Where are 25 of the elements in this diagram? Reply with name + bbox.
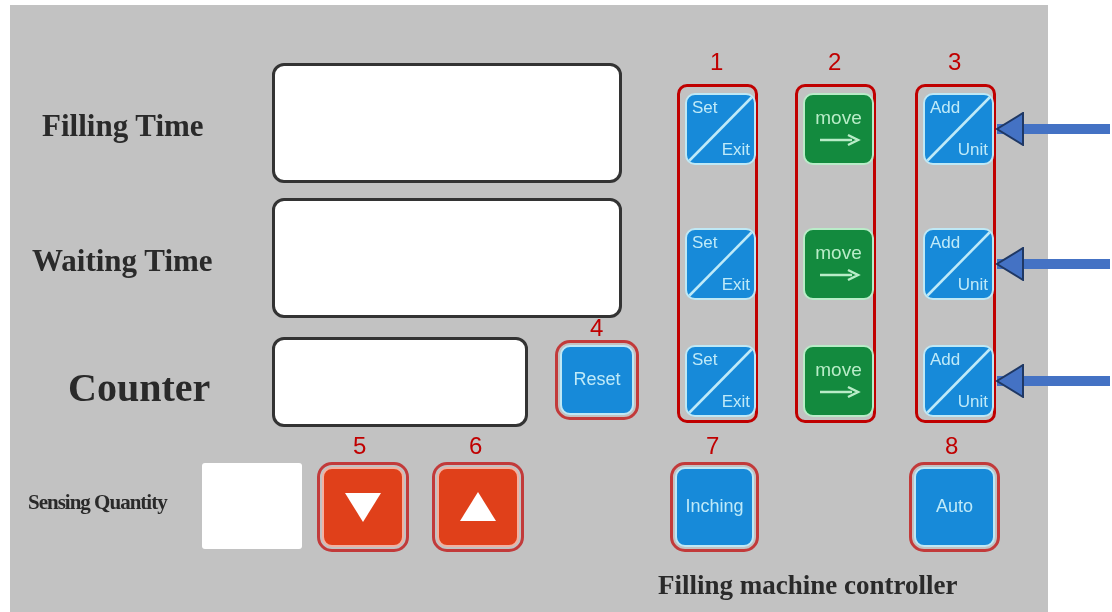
- callout-number: 4: [590, 316, 604, 340]
- arrow-key-button: move: [803, 228, 874, 300]
- dual-function-key-button: Add Unit: [923, 345, 994, 417]
- dual-function-key-button: Add Unit: [923, 93, 994, 165]
- arrow: [996, 112, 1110, 146]
- dual-function-key-button: Set Exit: [685, 93, 756, 165]
- dual-function-key-button: Set Exit: [685, 345, 756, 417]
- arrow: [996, 364, 1110, 398]
- callout-number: 5: [353, 434, 367, 458]
- field-label: Filling Time: [42, 110, 204, 141]
- callout-number: 7: [706, 434, 720, 458]
- panel-title: Filling machine controller: [658, 572, 958, 599]
- arrow-key-button: move: [803, 93, 874, 165]
- callout-number: 2: [828, 50, 842, 74]
- arrow-key-button: move: [803, 345, 874, 417]
- field-label: Waiting Time: [32, 245, 213, 276]
- field-label: Counter: [68, 368, 211, 408]
- callout-number: 1: [710, 50, 724, 74]
- callout-number: 6: [469, 434, 483, 458]
- callout-number: 3: [948, 50, 962, 74]
- callout-number: 8: [945, 434, 959, 458]
- field-label: Sensing Quantity: [28, 492, 167, 513]
- dual-function-key-button: Set Exit: [685, 228, 756, 300]
- dual-function-key-button: Add Unit: [923, 228, 994, 300]
- arrow: [996, 247, 1110, 281]
